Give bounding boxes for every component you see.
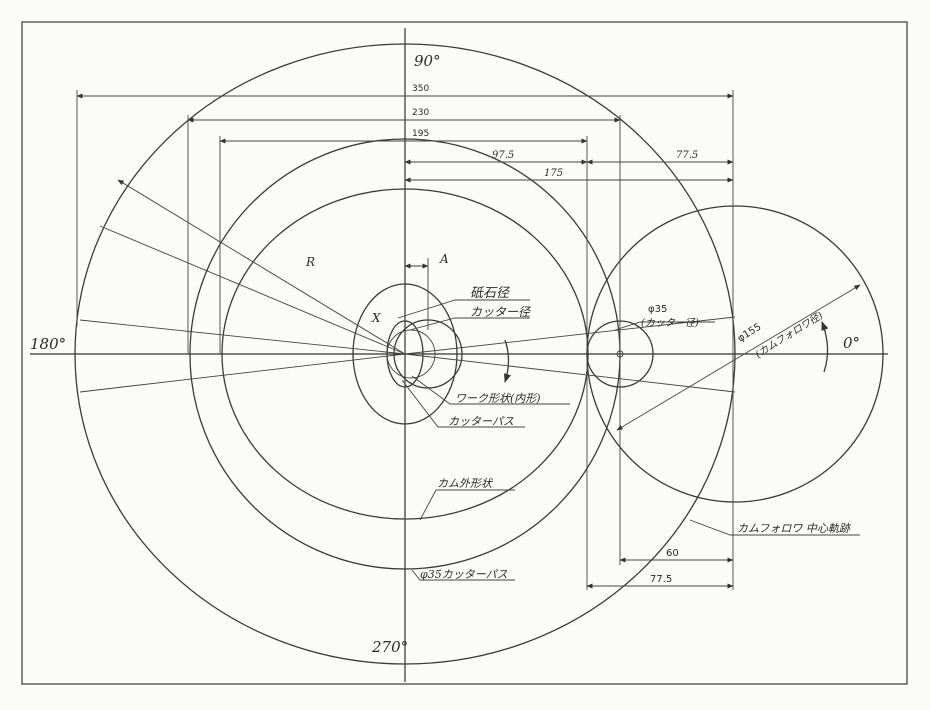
dim-77-5-bottom: 77.5 [650,574,672,585]
dim-175: 175 [544,168,563,179]
dim-230: 230 [412,108,429,118]
label-phi35-cutter-path: φ35カッターパス [420,568,508,581]
label-R: R [305,255,315,269]
leader-grinding [397,299,530,319]
dim-97-5: 97.5 [492,150,514,161]
leader-phi35-path [411,569,515,581]
ref-line-b [79,353,406,393]
angle-0: 0° [843,334,860,352]
leader-phi35 [614,321,715,331]
label-cutter-dia: カッター径 [470,305,531,319]
rotation-arrow-follower [821,321,829,373]
label-phi155: φ155 [736,322,764,345]
label-follower-track: カムフォロワ 中心軌跡 [737,522,852,535]
leader-work [411,375,570,405]
label-phi35-cutter: (カッター径) [641,317,699,329]
angle-270: 270° [371,638,408,656]
follower-diameter-line [616,284,861,431]
ref-line-a [79,319,406,355]
ref-line-d [404,353,736,393]
dim-195: 195 [412,129,429,139]
label-cutter-path: カッターパス [448,415,514,428]
ref-line-e [99,225,406,355]
dim-77-5-top: 77.5 [676,150,698,161]
label-cam-follower-dia: (カムフォロワ径) [753,309,825,360]
rotation-arrow-inner [504,339,511,383]
dim-60: 60 [666,548,679,559]
angle-90: 90° [414,52,441,70]
label-grinding-dia: 砥石径 [470,286,510,301]
work-shape-curve [352,283,458,425]
leader-cutterpath [401,379,525,428]
label-X: X [371,311,381,325]
drawing-frame [21,21,908,685]
label-phi35: φ35 [648,304,667,315]
dim-350: 350 [412,84,429,94]
leader-cam-outer [419,489,515,521]
cam-outer-shape-curve [221,188,589,520]
label-cam-outer: カム外形状 [437,477,493,490]
label-work-shape: ワーク形状(内形) [455,392,541,405]
leader-follower-track [689,519,860,536]
angle-180: 180° [30,335,66,353]
label-A: A [439,252,449,266]
leader-cutter [409,317,530,331]
radius-dimension-line [117,179,406,355]
